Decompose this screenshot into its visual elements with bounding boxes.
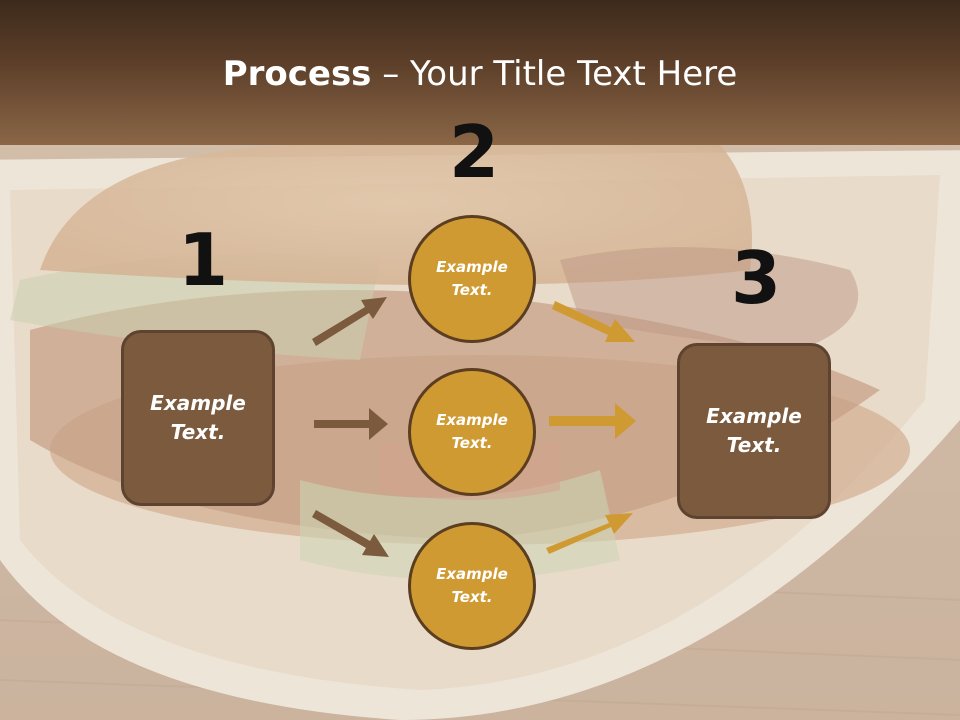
step-box-1-label: Example Text. [150,391,246,444]
step-box-3-label: Example Text. [706,404,802,457]
circle-top: Example Text. [408,215,536,343]
circle-bottom: Example Text. [408,522,536,650]
title-bold: Process [222,54,372,94]
arrow-to-bottom-circle [312,510,389,557]
step-number-1: 1 [178,218,229,302]
arrow-to-top-circle [312,297,387,346]
circle-middle-label: Example Text. [436,411,508,452]
title-rest: – Your Title Text Here [371,54,738,94]
arrow-from-top-circle [552,301,635,342]
circle-middle: Example Text. [408,368,536,496]
step-number-2: 2 [449,110,500,194]
circle-top-label: Example Text. [436,258,508,299]
step-number-3: 3 [731,236,782,320]
step-box-3: Example Text. [677,343,831,519]
arrow-to-middle-circle [314,408,388,440]
step-box-1: Example Text. [121,330,275,506]
circle-bottom-label: Example Text. [436,565,508,606]
title-bar [0,0,960,145]
arrow-from-bottom-circle [546,513,633,554]
slide-title: Process – Your Title Text Here [0,54,960,94]
arrow-from-middle-circle [549,403,636,439]
